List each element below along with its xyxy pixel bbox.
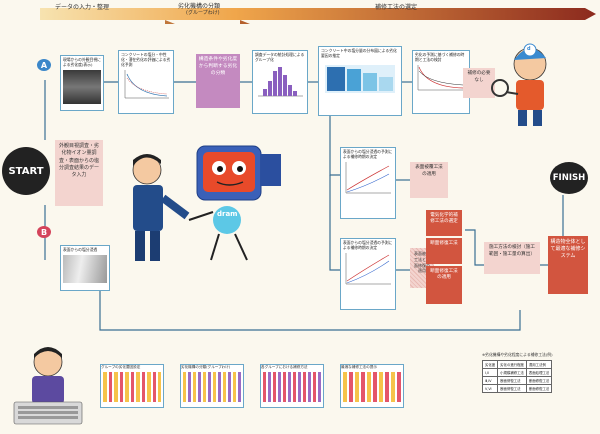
- row-a-panel-4: 調査データの統計処理によるグループ化: [252, 50, 308, 114]
- bottom-strip-4: 最適な補修工法の提示: [340, 364, 404, 408]
- step-b-badge: B: [37, 226, 51, 238]
- characters-illustration: [132, 145, 281, 261]
- table-header-cell: 劣化度: [481, 360, 499, 369]
- replace-method-box: 断面修復工法の適用: [426, 266, 462, 304]
- phase-banner: [40, 8, 596, 24]
- finish-node: FINISH: [550, 162, 588, 194]
- surface-coat-box: 表面被覆工法の適用: [410, 162, 448, 198]
- keyboard-operator-figure: [13, 347, 83, 425]
- mid-panel-upper-text: 表面からの塩分浸透の予測による補修時期の決定: [343, 149, 393, 159]
- row-a-panel-6-text: 劣化の予測に基づく補修の時期と工法の検討: [415, 52, 465, 62]
- bottom-strip-2: 劣化機構の分類(グループわけ): [180, 364, 244, 408]
- strip-3-grid: [263, 372, 321, 402]
- mid-panel-lower-text: 表面からの塩分浸透の予測による補修時期の決定: [343, 240, 393, 250]
- row-a-photo-panel: 現場からの外観目視による劣化度(表示): [60, 55, 104, 111]
- table-header-cell: 適用工法例: [525, 360, 553, 369]
- chloride-distribution-chart: [325, 64, 395, 93]
- prediction-graph: [417, 64, 465, 91]
- bottom-strip-3: 各グループにおける補修方法: [260, 364, 324, 408]
- inspector-figure: [491, 43, 547, 126]
- table-row: Ⅴ,Ⅵ 断面修復工法 断面修復工法: [481, 384, 553, 393]
- start-node: START: [2, 147, 50, 195]
- row-a-panel-6: 劣化の予測に基づく補修の時期と工法の検討: [412, 50, 470, 114]
- phase-classification-sub: (グループわけ): [186, 10, 220, 16]
- inspector-badge: d: [527, 46, 531, 52]
- reference-table-block: ※劣化機構や劣化程度による補修工法(例) 劣化度 劣化の進行程度 適用工法例 Ⅰ…: [481, 352, 592, 393]
- final-system-box: 構造物全体として最適な補修システム: [548, 236, 588, 294]
- reference-table-title: ※劣化機構や劣化程度による補修工法(例): [482, 352, 553, 357]
- row-a-panel-4-text: 調査データの統計処理によるグループ化: [255, 52, 305, 62]
- strip-1-grid: [103, 372, 161, 402]
- phase-data-input: データの入力・整理: [55, 4, 110, 11]
- reference-table: 劣化度 劣化の進行程度 適用工法例 Ⅰ,Ⅱ 小規模補修工法 表面処理工法 Ⅲ,Ⅳ…: [481, 360, 553, 393]
- robot-badge: dram: [217, 210, 238, 218]
- table-cell: 表面処理工法: [525, 368, 553, 377]
- plan-box: 施工方法の検討（施工範囲・施工量の算出）: [484, 242, 540, 274]
- bottom-strip-3-title: 各グループにおける補修方法: [261, 365, 308, 369]
- table-cell: Ⅴ,Ⅵ: [481, 384, 499, 393]
- row-a-panel-5: コンクリート中の塩分量の分布図による劣化要因の推定: [318, 46, 402, 116]
- bottom-strip-4-title: 最適な補修工法の提示: [341, 365, 377, 369]
- table-cell: 断面修復工法: [497, 376, 527, 385]
- table-row: Ⅲ,Ⅳ 断面修復工法 断面修復工法: [481, 376, 553, 385]
- row-b-photo-panel: 表面からの塩分浸透: [60, 245, 110, 291]
- bottom-strip-1: グループの劣化要因設定: [100, 364, 164, 408]
- computer-robot: [188, 145, 281, 261]
- tunnel-photo-b: [63, 254, 107, 283]
- tunnel-photo: [63, 69, 101, 104]
- table-header-row: 劣化度 劣化の進行程度 適用工法例: [481, 360, 553, 369]
- table-cell: 断面修復工法: [525, 376, 553, 385]
- table-cell: 断面修復工法: [525, 384, 553, 393]
- row-b-photo-caption: 表面からの塩分浸透: [63, 247, 98, 252]
- classification-pink-box: 構造条件や劣化度から判断する劣化の分類: [196, 54, 240, 108]
- strip-4-grid: [343, 372, 401, 402]
- strip-2-grid: [183, 372, 241, 402]
- table-cell: 小規模補修工法: [497, 368, 527, 377]
- row-a-panel-2-text: コンクリートの塩分・中性化・潜在劣化の評価による劣化予測: [121, 52, 171, 67]
- businessman-figure: [132, 154, 190, 261]
- no-repair-box: 補修の必要なし: [463, 68, 495, 98]
- table-row: Ⅰ,Ⅱ 小規模補修工法 表面処理工法: [481, 368, 553, 377]
- step-a-badge: A: [37, 59, 51, 71]
- table-cell: 断面修復工法: [497, 384, 527, 393]
- table-cell: Ⅰ,Ⅱ: [481, 368, 499, 377]
- mid-panel-lower: 表面からの塩分浸透の予測による補修時期の決定: [340, 238, 396, 310]
- phase-classification: 劣化機構の分類: [178, 3, 221, 10]
- phase-method-selection: 補修工法の選定: [375, 4, 418, 11]
- row-a-photo-caption: 現場からの外観目視による劣化度(表示): [63, 57, 101, 67]
- mid-upper-graph: [345, 161, 391, 194]
- mid-panel-upper: 表面からの塩分浸透の予測による補修時期の決定: [340, 147, 396, 219]
- section-method-box: 断面修復工法: [426, 238, 462, 264]
- row-a-panel-5-text: コンクリート中の塩分量の分布図による劣化要因の推定: [321, 48, 397, 58]
- data-input-box: 外観目視調査・劣化物イオン量調査・表面からの塩分調査結果のデータ入力: [55, 140, 103, 206]
- table-header-cell: 劣化の進行程度: [497, 360, 527, 369]
- mid-lower-graph: [345, 252, 391, 285]
- electro-method-box: 電気化学的補修工法の選定: [426, 210, 462, 236]
- row-a-panel-2: コンクリートの塩分・中性化・潜在劣化の評価による劣化予測: [118, 50, 174, 114]
- bottom-strip-1-title: グループの劣化要因設定: [101, 365, 141, 369]
- decay-curve-graph: [124, 69, 169, 99]
- histogram-graph: [258, 66, 303, 97]
- table-cell: Ⅲ,Ⅳ: [481, 376, 499, 385]
- bottom-strip-2-title: 劣化機構の分類(グループわけ): [181, 365, 231, 369]
